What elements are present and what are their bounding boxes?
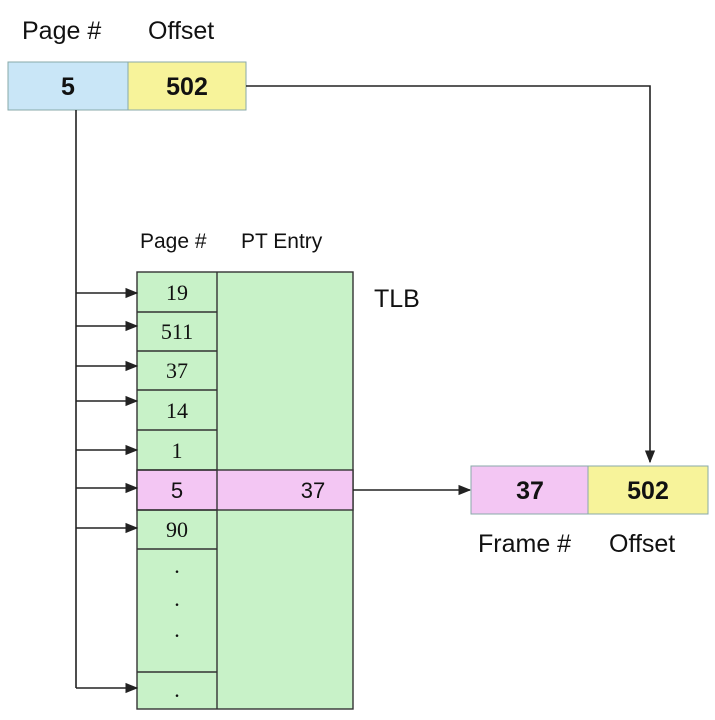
tlb-page-column-header: Page # (140, 230, 207, 253)
offset-passthrough-arrow (246, 85, 656, 464)
virtual-offset-value: 502 (166, 73, 208, 101)
tlb-label: TLB (374, 285, 420, 313)
virtual-offset-box (127, 61, 247, 111)
tlb-row-page: 19 (166, 280, 188, 305)
virtual-page-label: Page # (22, 17, 101, 45)
tlb-row-page: 14 (166, 398, 188, 423)
tlb-hit-row-entry: 37 (301, 478, 325, 503)
tlb-compare-arrows (76, 287, 139, 694)
virtual-offset-label: Offset (148, 17, 214, 45)
tlb-hit-row-page: 5 (171, 478, 183, 503)
tlb-ellipsis-dot: . (174, 677, 180, 702)
physical-offset-label: Offset (609, 530, 675, 558)
physical-offset-box (587, 465, 709, 515)
virtual-page-box (7, 61, 129, 111)
physical-frame-value: 37 (516, 477, 544, 505)
tlb-row-page: 1 (172, 438, 183, 463)
physical-offset-value: 502 (627, 477, 669, 505)
tlb-row-separators (137, 311, 217, 673)
physical-frame-box (470, 465, 589, 515)
physical-frame-label: Frame # (478, 530, 571, 558)
tlb-entry-column-header: PT Entry (241, 230, 323, 253)
tlb-ellipsis-dot: . (174, 553, 180, 578)
tlb-ellipsis-dot: . (174, 586, 180, 611)
tlb-ellipsis-dot: . (174, 617, 180, 642)
virtual-page-value: 5 (61, 73, 75, 101)
tlb-hit-row (136, 469, 354, 511)
tlb-row-page: 511 (161, 319, 193, 344)
tlb-row-page: 90 (166, 517, 188, 542)
tlb-row-page: 37 (166, 358, 188, 383)
